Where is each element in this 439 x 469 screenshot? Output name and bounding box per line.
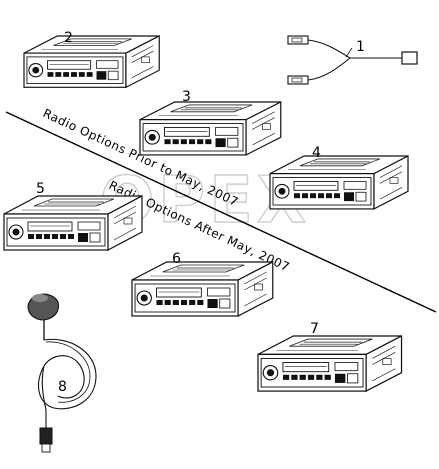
callout-3: 3 <box>182 89 191 105</box>
callout-6: 6 <box>172 251 181 267</box>
radio-unit-4 <box>269 155 409 210</box>
era-divider-line <box>5 111 437 313</box>
radio-unit-5 <box>3 195 143 251</box>
wiring-harness-drawing <box>287 35 418 85</box>
callout-8: 8 <box>58 379 67 395</box>
radio-unit-3 <box>139 101 282 156</box>
callout-5: 5 <box>36 181 45 197</box>
callout-2: 2 <box>64 30 73 46</box>
radio-unit-7 <box>257 335 403 392</box>
radio-unit-2 <box>23 35 160 88</box>
callout-1: 1 <box>356 39 365 55</box>
antenna-drawing <box>27 293 97 453</box>
radio-unit-6 <box>131 261 274 317</box>
callout-4: 4 <box>312 145 321 161</box>
callout-7: 7 <box>310 321 319 337</box>
